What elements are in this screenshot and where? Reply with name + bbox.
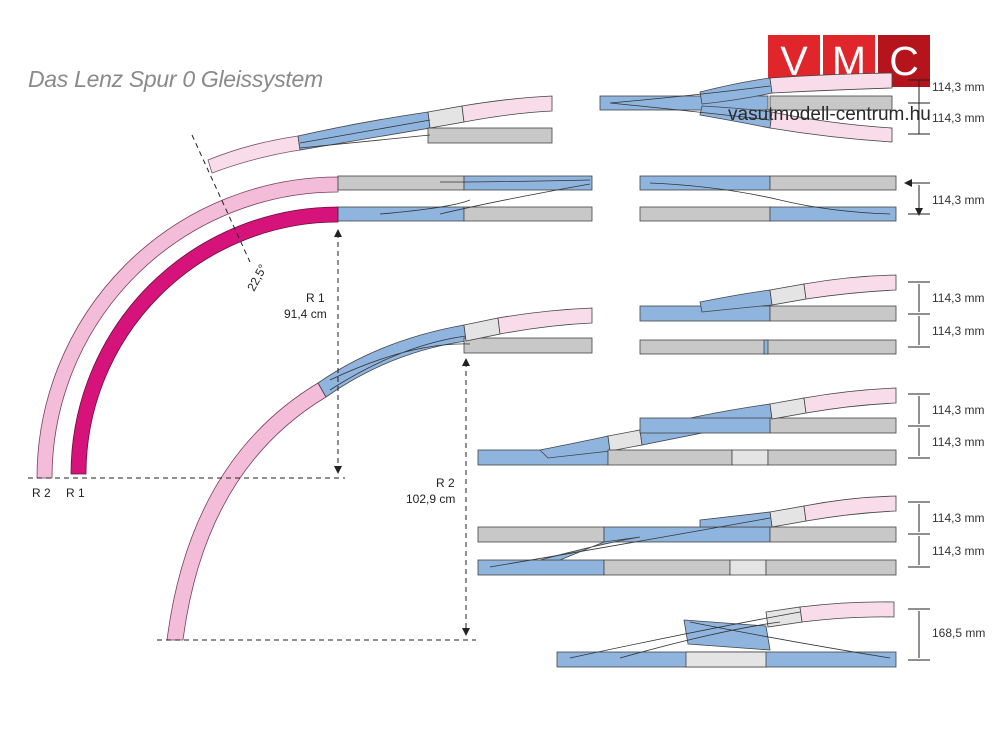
dashed-lines [28,134,476,641]
r2-value: 102,9 cm [406,492,455,506]
right-row-4 [477,387,897,466]
double-track-crossover [337,175,593,222]
r1-label-top: R 1 [306,291,325,305]
spacing-label-6: 114,3 mm [932,403,984,417]
r1-value: 91,4 cm [284,307,327,321]
right-row-2 [639,175,897,222]
site-url: vasutmodell-centrum.hu [728,104,931,125]
spacing-label-9: 114,3 mm [932,544,984,558]
spacing-label-2: 114,3 mm [932,111,984,125]
curve-top-piece [207,135,301,174]
spacing-label-1: 114,3 mm [932,80,984,94]
spacing-label-10: 168,5 mm [932,626,985,640]
diagram-title: Das Lenz Spur 0 Gleissystem [28,66,323,92]
r1-bottom-label: R 1 [66,486,85,500]
curve-r2-outer [36,176,339,479]
right-row-3 [639,274,897,355]
right-row-6 [556,601,897,668]
curve-r1-inner [70,206,339,475]
spacing-label-8: 114,3 mm [932,511,984,525]
turnout-curved-mid [317,307,593,398]
curve-r2-lower [166,382,327,641]
turnout-top-left [297,95,553,151]
dimension-brackets [908,79,930,661]
spacing-label-3: 114,3 mm [932,193,984,207]
spacing-label-5: 114,3 mm [932,324,984,338]
right-row-1 [599,72,893,143]
r2-label-side: R 2 [436,476,455,490]
angle-label: 22,5° [244,262,270,294]
r2-bottom-label: R 2 [32,486,51,500]
spacing-label-4: 114,3 mm [932,291,984,305]
right-row-5 [477,495,897,576]
spacing-label-7: 114,3 mm [932,435,984,449]
